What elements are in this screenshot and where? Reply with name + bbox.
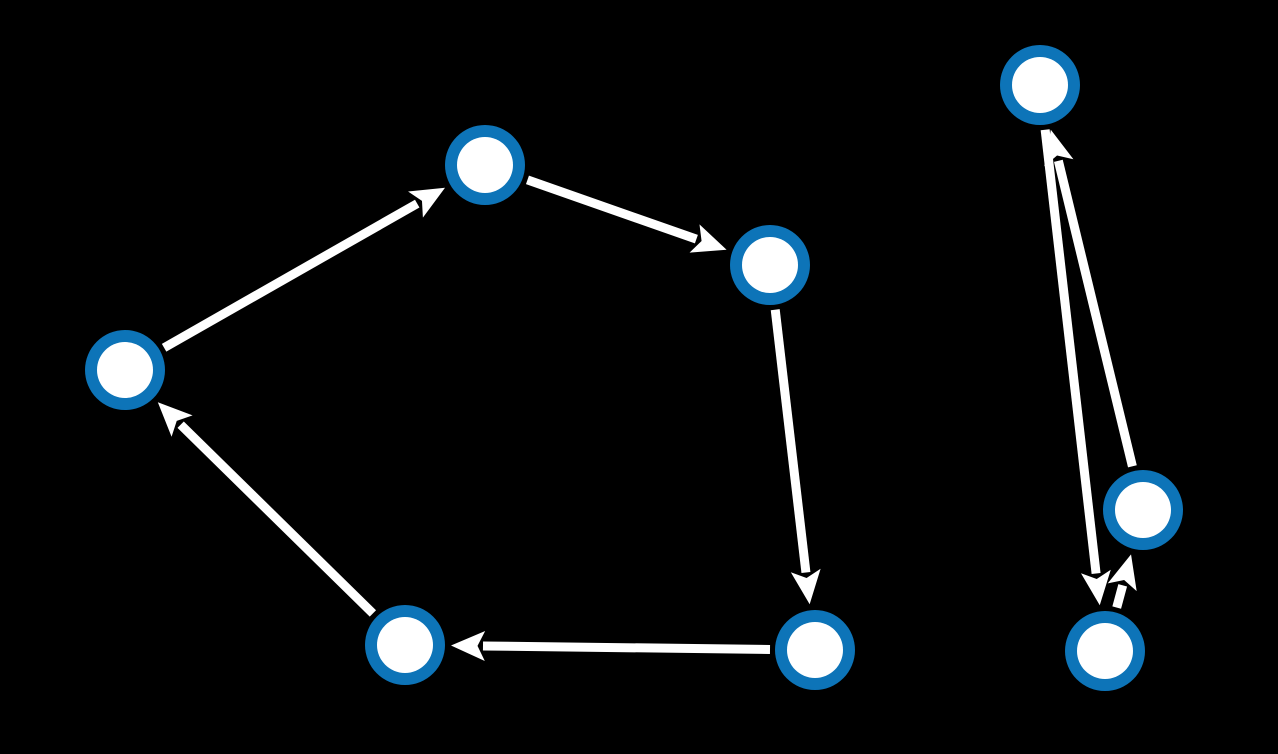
- edge-arrowhead-icon: [157, 402, 193, 437]
- node-layer: [85, 45, 1183, 691]
- graph-node[interactable]: [1000, 45, 1080, 125]
- edge-arrowhead-icon: [790, 568, 821, 605]
- node-core: [787, 622, 843, 678]
- edge-line: [1053, 159, 1137, 468]
- graph-node[interactable]: [1103, 470, 1183, 550]
- node-core: [1115, 482, 1171, 538]
- edge-arrowhead-icon: [1080, 569, 1111, 606]
- node-core: [377, 617, 433, 673]
- graph-node[interactable]: [1065, 611, 1145, 691]
- graph-edge[interactable]: [161, 187, 446, 352]
- node-core: [1012, 57, 1068, 113]
- graph-edge[interactable]: [157, 402, 377, 617]
- graph-edge[interactable]: [1044, 129, 1137, 468]
- node-core: [1077, 623, 1133, 679]
- graph-edge[interactable]: [525, 175, 727, 253]
- graph-edge[interactable]: [1040, 129, 1111, 606]
- node-core: [97, 342, 153, 398]
- edge-arrowhead-icon: [408, 187, 446, 218]
- edge-arrowhead-icon: [1044, 129, 1074, 167]
- graph-node[interactable]: [775, 610, 855, 690]
- edge-line: [525, 175, 698, 244]
- edge-line: [161, 199, 420, 352]
- edge-arrowhead-icon: [689, 224, 727, 253]
- edge-arrowhead-icon: [1107, 554, 1137, 592]
- graph-edge[interactable]: [770, 309, 821, 605]
- graph-edge[interactable]: [1107, 554, 1137, 609]
- graph-node[interactable]: [730, 225, 810, 305]
- edge-arrowhead-icon: [451, 630, 486, 661]
- graph-edge[interactable]: [451, 630, 771, 661]
- edge-line: [1040, 129, 1101, 575]
- edge-layer: [157, 129, 1137, 661]
- edge-line: [482, 641, 771, 654]
- node-core: [457, 137, 513, 193]
- graph-node[interactable]: [85, 330, 165, 410]
- graph-node[interactable]: [445, 125, 525, 205]
- node-core: [742, 237, 798, 293]
- graph-node[interactable]: [365, 605, 445, 685]
- edge-line: [1112, 584, 1128, 609]
- edge-line: [177, 421, 377, 617]
- edge-line: [770, 309, 811, 574]
